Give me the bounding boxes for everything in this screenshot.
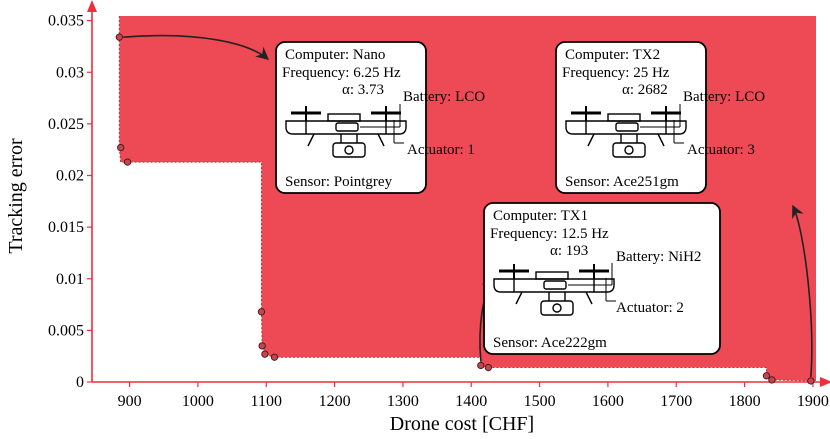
x-axis-arrowhead (820, 377, 830, 387)
x-tick-label: 900 (118, 393, 142, 410)
drone-icon (565, 104, 687, 158)
pareto-point (258, 342, 266, 350)
y-axis-arrowhead (87, 0, 97, 12)
config-nano-alpha: α: 3.73 (342, 82, 384, 98)
config-tx2-computer: Computer: TX2 (565, 47, 660, 63)
x-tick-label: 1000 (182, 393, 214, 410)
config-tx1-alpha: α: 193 (550, 243, 588, 259)
x-tick-label: 1500 (524, 393, 556, 410)
y-tick-label: 0.025 (48, 116, 84, 133)
config-nano-frequency: Frequency: 6.25 Hz (282, 65, 401, 81)
x-tick-label: 1300 (387, 393, 419, 410)
x-axis-title: Drone cost [CHF] (390, 413, 534, 435)
config-box-tx1: Computer: TX1 Frequency: 12.5 Hz α: 193 … (483, 202, 721, 355)
config-tx2-sensor: Sensor: Ace251gm (565, 174, 679, 190)
pareto-point (768, 376, 776, 384)
config-tx1-computer: Computer: TX1 (493, 208, 588, 224)
y-tick-label: 0.015 (48, 219, 84, 236)
config-tx2-alpha: α: 2682 (622, 82, 668, 98)
config-tx2-battery: Battery: LCO (683, 89, 765, 105)
x-tick-label: 1800 (729, 393, 761, 410)
pareto-frontier-line (118, 16, 811, 382)
config-box-nano: Computer: Nano Frequency: 6.25 Hz α: 3.7… (275, 41, 485, 194)
pareto-point (117, 143, 125, 152)
y-tick-label: 0.005 (48, 322, 84, 339)
x-tick-label: 1400 (455, 393, 487, 410)
x-tick-label: 1200 (319, 393, 351, 410)
config-nano-battery: Battery: LCO (403, 89, 485, 105)
config-tx2-frequency: Frequency: 25 Hz (562, 65, 670, 81)
pareto-point (123, 158, 132, 166)
pareto-point (257, 308, 266, 316)
y-tick-label: 0.035 (48, 13, 84, 30)
arrow-tx2 (792, 204, 813, 378)
y-tick-label: 0.03 (56, 64, 84, 81)
drone-icon (285, 104, 407, 158)
config-nano-sensor: Sensor: Pointgrey (285, 174, 393, 190)
config-tx1-sensor: Sensor: Ace222gm (493, 335, 607, 351)
pareto-point (762, 372, 771, 380)
config-tx1-frequency: Frequency: 12.5 Hz (490, 226, 609, 242)
drone-icon (493, 263, 616, 316)
config-tx1-battery: Battery: NiH2 (616, 249, 701, 265)
config-nano-computer: Computer: Nano (285, 47, 385, 63)
config-box-tx2: Computer: TX2 Frequency: 25 Hz α: 2682 B… (555, 41, 765, 194)
y-tick-label: 0 (76, 374, 84, 391)
config-tx1-actuator: Actuator: 2 (616, 300, 684, 316)
y-tick-label: 0.01 (56, 271, 84, 288)
x-tick-label: 1700 (660, 393, 692, 410)
arrow-nano (123, 34, 269, 60)
config-tx2-actuator: Actuator: 3 (687, 142, 755, 158)
x-tick-label: 1900 (797, 393, 829, 410)
x-tick-label: 1100 (251, 393, 282, 410)
y-tick-label: 0.02 (56, 168, 84, 185)
pareto-point (477, 361, 485, 370)
pareto-point (484, 363, 492, 372)
y-axis-title: Tracking error (5, 138, 27, 254)
pareto-point (115, 33, 123, 41)
pareto-point (270, 353, 279, 361)
pareto-point (261, 350, 269, 358)
x-tick-label: 1600 (592, 393, 624, 410)
pareto-point (807, 377, 815, 385)
config-nano-actuator: Actuator: 1 (407, 142, 475, 158)
